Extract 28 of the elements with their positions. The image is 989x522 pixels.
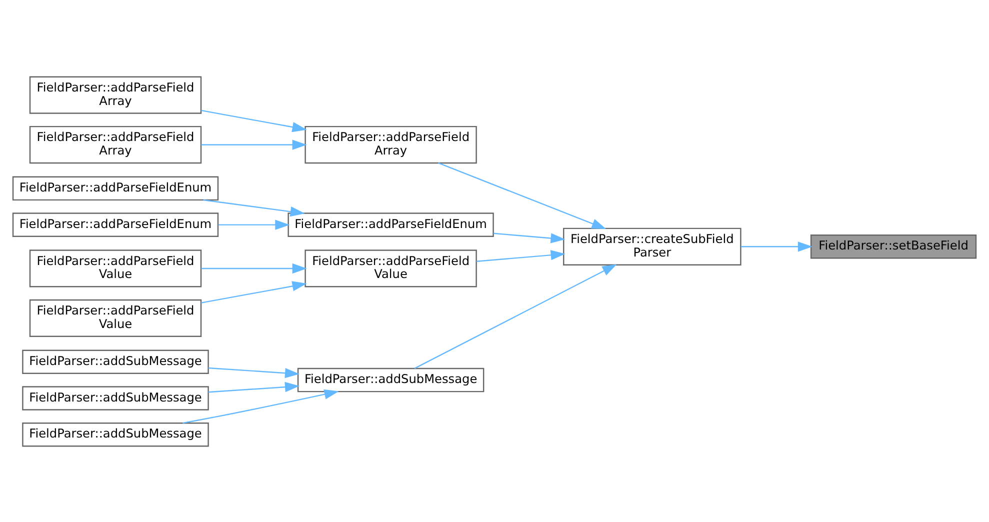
node-box: FieldParser::addSubMessage bbox=[22, 386, 209, 410]
arrow bbox=[218, 219, 290, 230]
arrow bbox=[203, 198, 305, 216]
arrow bbox=[741, 241, 812, 252]
arrow bbox=[438, 162, 606, 229]
arrow bbox=[201, 139, 307, 150]
arrow bbox=[201, 262, 307, 274]
node-box: FieldParser::addSubMessage bbox=[22, 349, 209, 374]
node-box: FieldParser::addParseFieldEnum bbox=[12, 212, 219, 236]
node-box: FieldParser::addParseField Array bbox=[304, 125, 477, 164]
arrow bbox=[201, 280, 307, 303]
arrow bbox=[476, 250, 566, 262]
node-box: FieldParser::addParseFieldEnum bbox=[12, 176, 219, 200]
arrow bbox=[208, 381, 300, 392]
node-box: FieldParser::addParseField Value bbox=[29, 298, 202, 336]
node-box: FieldParser::addSubMessage bbox=[22, 422, 209, 446]
node-box: FieldParser::setBaseField bbox=[810, 234, 977, 258]
node-box: FieldParser::createSubField Parser bbox=[563, 227, 742, 265]
node-box: FieldParser::addParseField Value bbox=[29, 249, 202, 287]
node-box: FieldParser::addSubMessage bbox=[297, 367, 484, 392]
node-box: FieldParser::addParseFieldEnum bbox=[288, 212, 494, 236]
arrow bbox=[201, 109, 307, 132]
arrow bbox=[414, 264, 617, 368]
node-box: FieldParser::addParseField Array bbox=[29, 76, 202, 114]
node-box: FieldParser::addParseField Array bbox=[29, 125, 202, 164]
arrow bbox=[208, 366, 300, 378]
arrow bbox=[494, 232, 566, 243]
node-box: FieldParser::addParseField Value bbox=[304, 249, 477, 287]
